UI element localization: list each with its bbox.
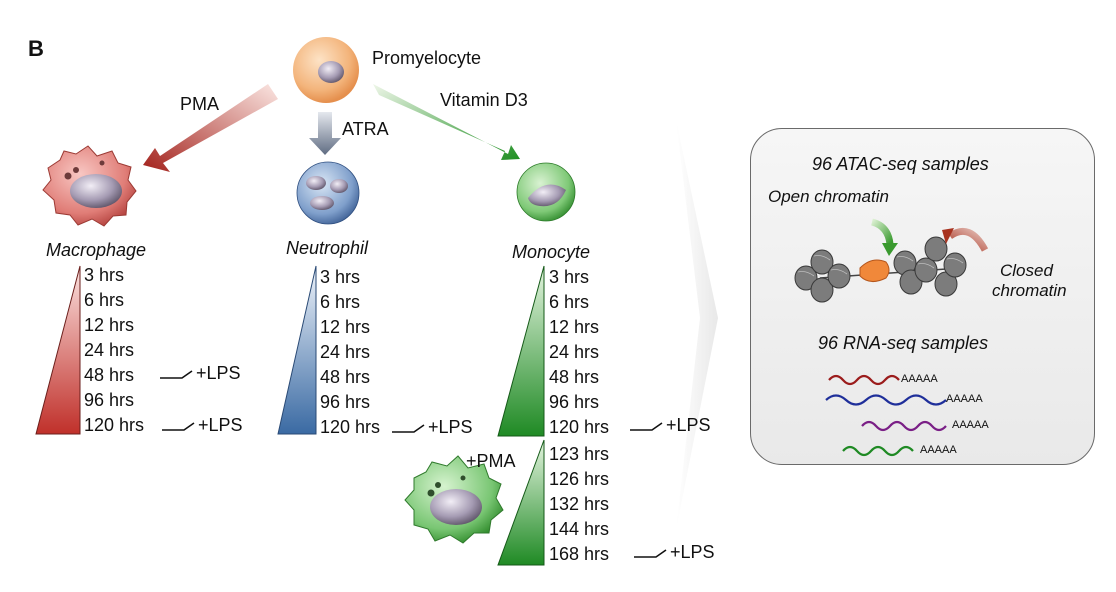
polya-tail: AAAAA — [901, 373, 938, 385]
timepoint: 168 hrs — [549, 544, 610, 564]
timepoint: 120 hrs — [549, 417, 610, 437]
timepoint: 144 hrs — [549, 519, 610, 539]
panel-label: B — [28, 36, 44, 61]
neutrophil-time-wedge — [277, 265, 317, 435]
timepoint: 120 hrs — [84, 415, 145, 435]
pma-label: PMA — [180, 94, 220, 114]
assay-summary-box — [750, 128, 1095, 465]
macrophage-time-wedge — [35, 265, 81, 435]
monocyte-label: Monocyte — [512, 242, 591, 262]
timepoint: 12 hrs — [549, 317, 600, 337]
timepoint: 96 hrs — [320, 392, 371, 412]
timepoint: 126 hrs — [549, 469, 610, 489]
timepoint: 123 hrs — [549, 444, 610, 464]
promyelocyte-label: Promyelocyte — [372, 48, 482, 68]
pma-arrow — [143, 84, 278, 172]
timepoint: 12 hrs — [84, 315, 135, 335]
lps-label: +LPS — [198, 415, 243, 435]
monocyte-cell-icon — [516, 162, 576, 222]
lps-label: +LPS — [196, 363, 241, 383]
timepoint: 48 hrs — [320, 367, 371, 387]
timepoint: 48 hrs — [84, 365, 135, 385]
timepoint: 6 hrs — [84, 290, 125, 310]
timepoint: 120 hrs — [320, 417, 381, 437]
lps-label: +LPS — [670, 542, 715, 562]
atra-arrow — [309, 112, 341, 155]
atac-title: 96 ATAC-seq samples — [812, 154, 989, 174]
vitamin-d3-label: Vitamin D3 — [440, 90, 528, 110]
lps-label: +LPS — [666, 415, 711, 435]
rna-title: 96 RNA-seq samples — [818, 333, 989, 353]
neutrophil-cell-icon — [296, 161, 360, 225]
neutrophil-label: Neutrophil — [286, 238, 369, 258]
atra-label: ATRA — [342, 119, 389, 139]
lps-connectors — [160, 370, 667, 558]
timepoint: 3 hrs — [84, 265, 125, 285]
timepoint: 24 hrs — [84, 340, 135, 360]
polya-tail: AAAAA — [946, 393, 983, 405]
timepoint: 132 hrs — [549, 494, 610, 514]
timepoint: 6 hrs — [549, 292, 590, 312]
timepoint: 24 hrs — [320, 342, 371, 362]
timepoint: 96 hrs — [549, 392, 600, 412]
polya-tail: AAAAA — [920, 444, 957, 456]
monocyte-time-wedge — [497, 265, 545, 437]
timepoint: 3 hrs — [549, 267, 590, 287]
timepoint: 6 hrs — [320, 292, 361, 312]
plus-pma-label: +PMA — [466, 451, 516, 471]
promyelocyte-cell-icon — [293, 37, 359, 103]
timepoint: 96 hrs — [84, 390, 135, 410]
timepoint: 24 hrs — [549, 342, 600, 362]
timepoint: 48 hrs — [549, 367, 600, 387]
pma-time-wedge — [497, 439, 545, 566]
closed-chromatin-label-1: Closed — [1000, 261, 1053, 280]
pma-macrophage-cell-icon — [404, 455, 504, 544]
macrophage-cell-icon — [42, 145, 137, 227]
open-chromatin-label: Open chromatin — [768, 187, 889, 206]
macrophage-label: Macrophage — [46, 240, 147, 260]
lps-label: +LPS — [428, 417, 473, 437]
separator-chevron — [676, 120, 718, 530]
timepoint: 12 hrs — [320, 317, 371, 337]
closed-chromatin-label-2: chromatin — [992, 281, 1067, 300]
polya-tail: AAAAA — [952, 419, 989, 431]
timepoint: 3 hrs — [320, 267, 361, 287]
